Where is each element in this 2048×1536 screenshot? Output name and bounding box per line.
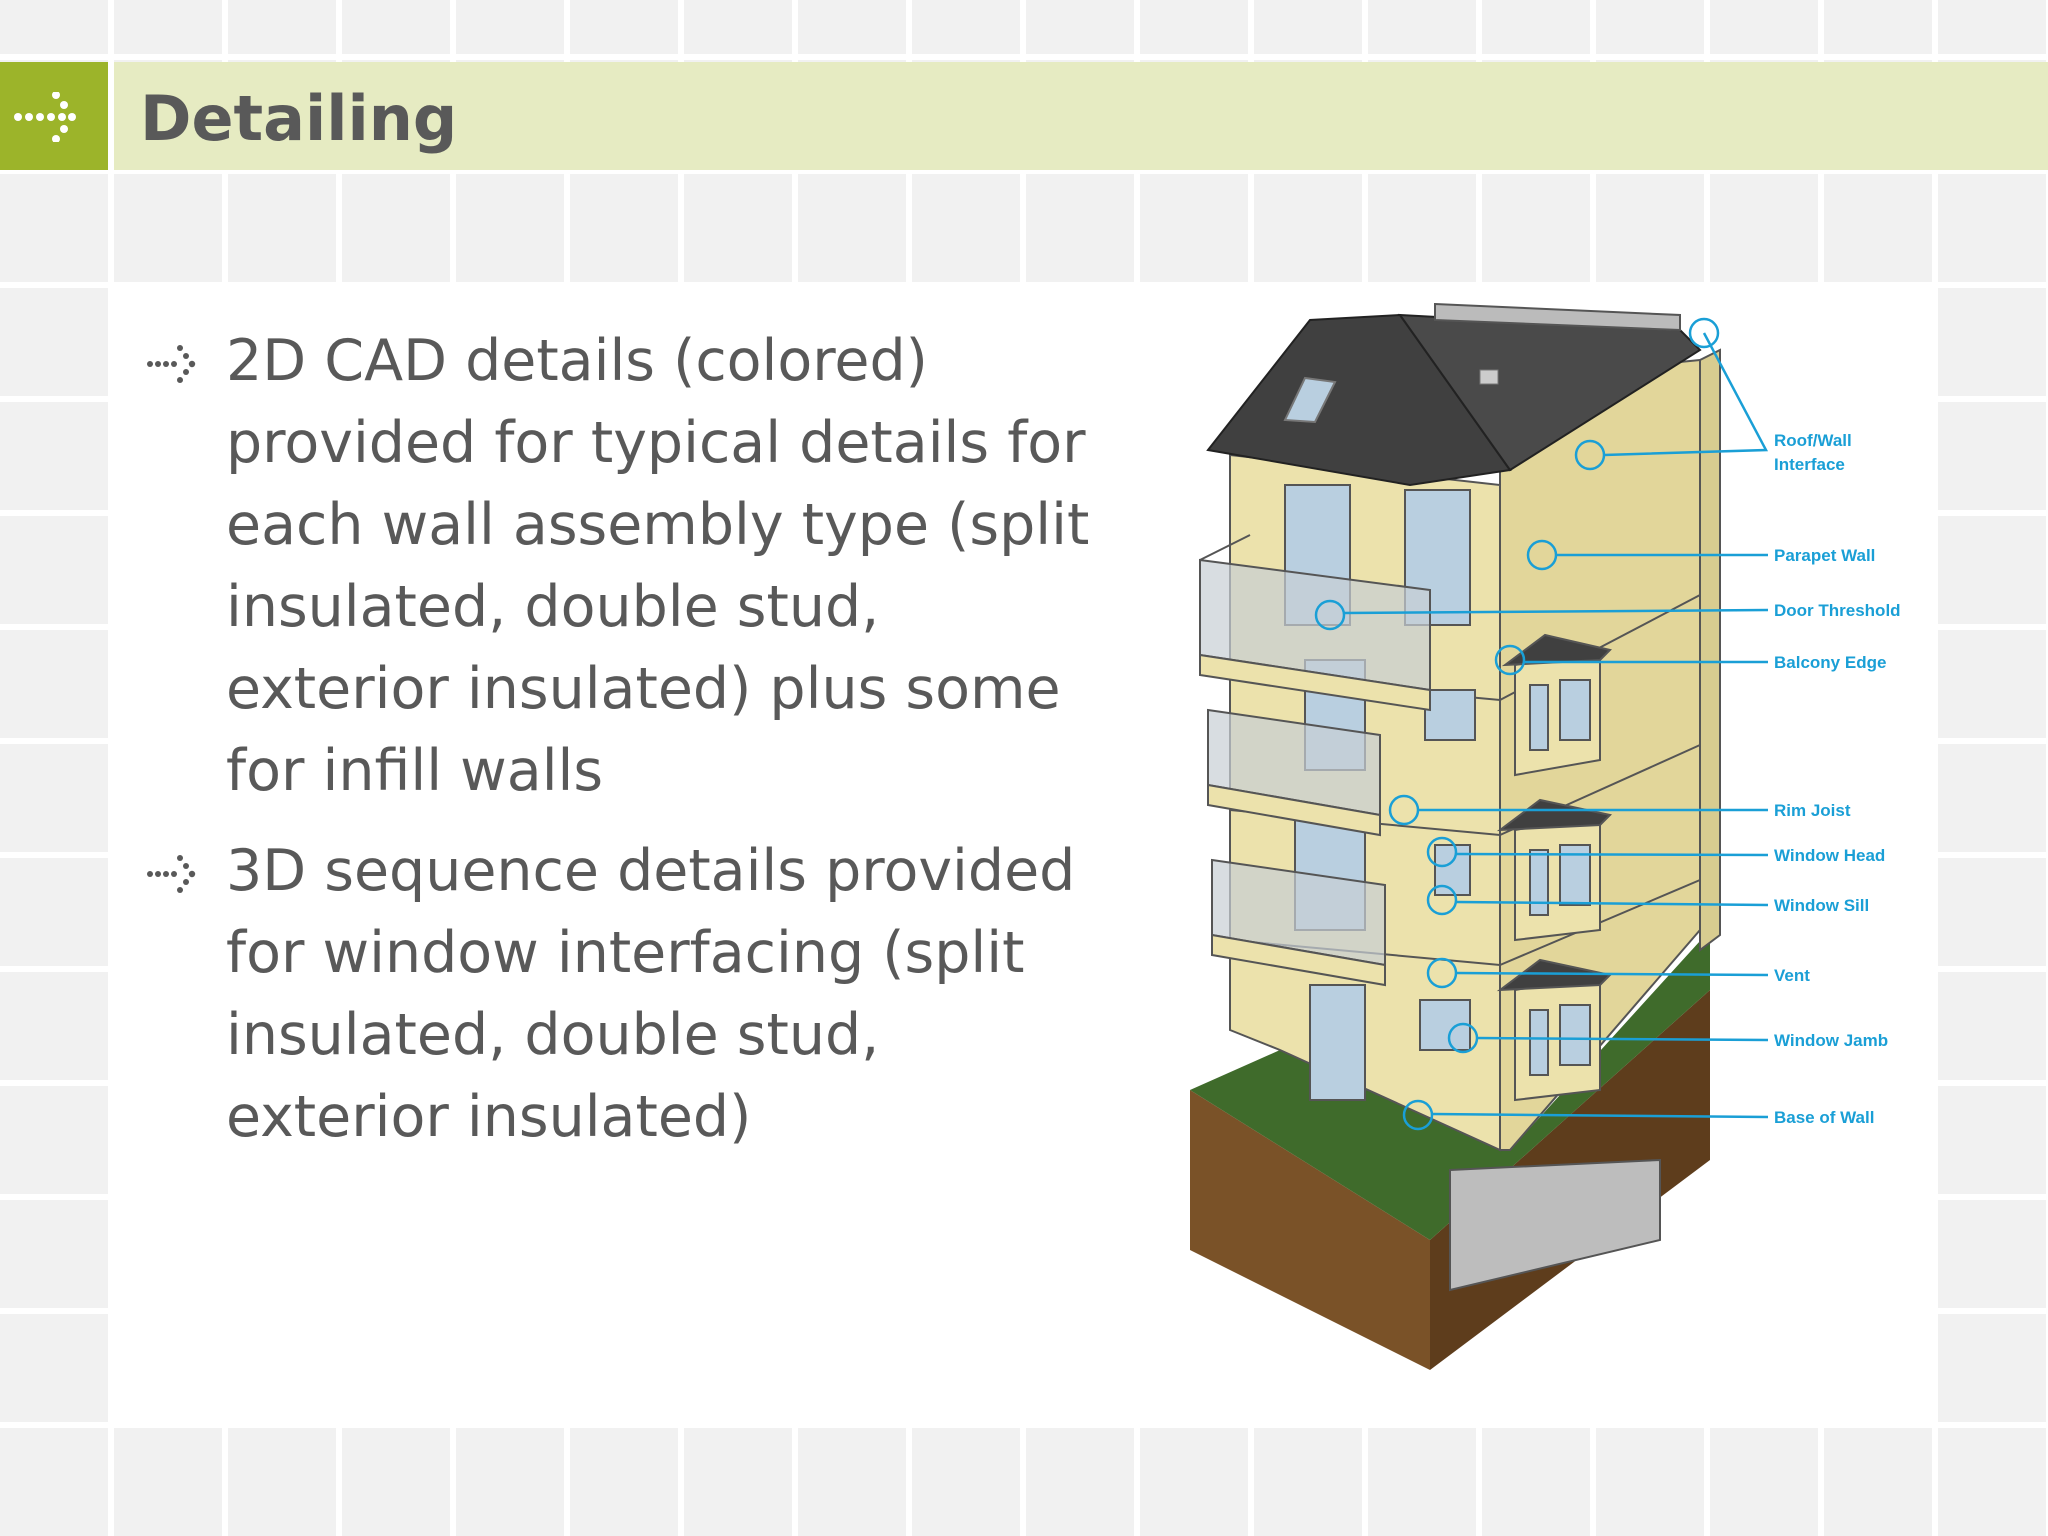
bullet-text: 2D CAD details (colored) provided for ty… [226,328,1090,804]
roof-vent [1479,369,1499,385]
label-rim-joist: Rim Joist [1774,801,1851,820]
label-window-head: Window Head [1774,846,1885,865]
label-parapet-wall: Parapet Wall [1774,546,1875,565]
parapet [1699,348,1721,952]
label-door-threshold: Door Threshold [1774,601,1901,620]
dotted-arrow-bullet-icon [147,345,196,383]
bullet-text: 3D sequence details provided for window … [226,838,1076,1150]
bay-windows [1496,633,1613,1102]
label-roof-wall: Roof/Wall [1774,431,1852,450]
label-vent: Vent [1774,966,1810,985]
label-interface: Interface [1774,455,1845,474]
roof-parapet-cap [1434,302,1681,332]
callout-lines [1314,317,1769,1131]
balconies [1199,534,1431,987]
label-window-jamb: Window Jamb [1774,1031,1888,1050]
grass-top [1190,930,1710,1240]
soil-front [1190,1090,1430,1370]
title-bar [114,62,2048,170]
building-detail-diagram: Roof/Wall Interface Parapet Wall Door Th… [1190,302,1901,1370]
title-accent-square [0,62,108,170]
label-window-sill: Window Sill [1774,896,1869,915]
bullet-list: 2D CAD details (colored) provided for ty… [140,320,1120,1176]
label-base-of-wall: Base of Wall [1774,1108,1874,1127]
bullet-item: 2D CAD details (colored) provided for ty… [140,320,1120,812]
label-balcony-edge: Balcony Edge [1774,653,1886,672]
dotted-arrow-bullet-icon [147,855,196,893]
basement [1449,1158,1661,1292]
bullet-item: 3D sequence details provided for window … [140,830,1120,1158]
dotted-arrow-icon [14,92,76,142]
slide-title: Detailing [140,82,458,155]
skylight [1283,376,1337,424]
